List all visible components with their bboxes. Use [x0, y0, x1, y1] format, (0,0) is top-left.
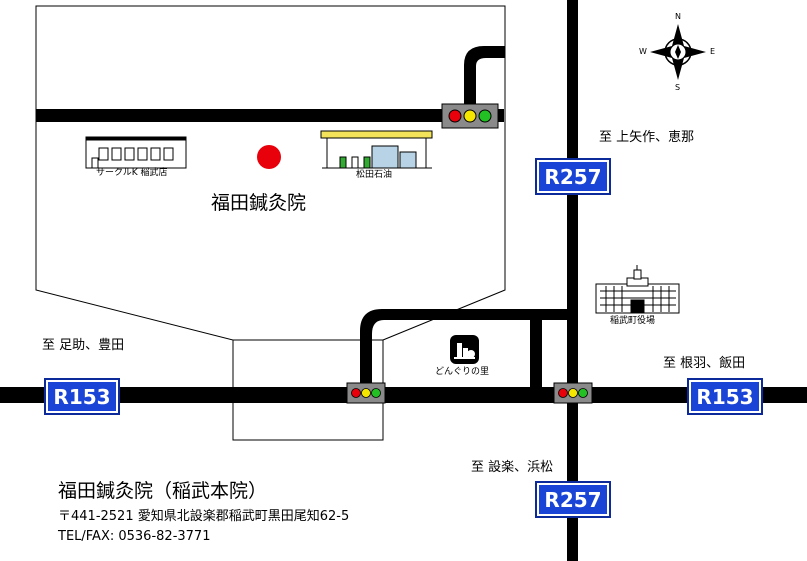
- compass-icon: [650, 24, 706, 80]
- clinic-name: 福田鍼灸院（稲武本院）: [58, 480, 268, 502]
- inset-road-bend: [464, 46, 505, 117]
- branch-road: [530, 309, 542, 395]
- direction-east: 至 根羽、飯田: [663, 356, 746, 371]
- label-town-office: 稲武町役場: [610, 316, 656, 326]
- compass-e: E: [710, 47, 716, 56]
- label-donguri: どんぐりの里: [435, 367, 490, 377]
- compass-n: N: [675, 12, 681, 21]
- compass-w: W: [639, 47, 647, 56]
- route-sign-r257-south: R257: [535, 481, 611, 518]
- route-sign-r153-east: R153: [687, 378, 763, 415]
- traffic-signal-west: [346, 382, 386, 404]
- clinic-address: 〒441-2521 愛知県北設楽郡稲武町黒田尾知62-5: [58, 509, 350, 524]
- clinic-label: 福田鍼灸院: [211, 192, 307, 214]
- road-r153: [0, 387, 807, 403]
- direction-south: 至 設楽、浜松: [471, 460, 554, 475]
- direction-north: 至 上矢作、恵那: [599, 130, 695, 145]
- traffic-signal-inset: [441, 103, 499, 129]
- connector-road: [360, 309, 578, 395]
- label-circle-k: サークルK 稲武店: [96, 168, 168, 178]
- rest-area-icon: [450, 335, 479, 364]
- label-matsuda-oil: 松田石油: [356, 170, 393, 180]
- traffic-signal-east: [553, 382, 593, 404]
- convenience-store-icon: [85, 136, 187, 169]
- direction-west: 至 足助、豊田: [42, 338, 125, 353]
- clinic-marker: [257, 145, 281, 169]
- route-sign-r153-west: R153: [44, 378, 120, 415]
- road-r257: [567, 0, 578, 561]
- inset-main-road: [36, 109, 504, 122]
- clinic-tel: TEL/FAX: 0536-82-3771: [58, 529, 211, 544]
- gas-station-icon: [320, 130, 433, 169]
- route-sign-r257-north: R257: [535, 158, 611, 195]
- compass-s: S: [675, 83, 681, 92]
- town-office-icon: [595, 265, 680, 314]
